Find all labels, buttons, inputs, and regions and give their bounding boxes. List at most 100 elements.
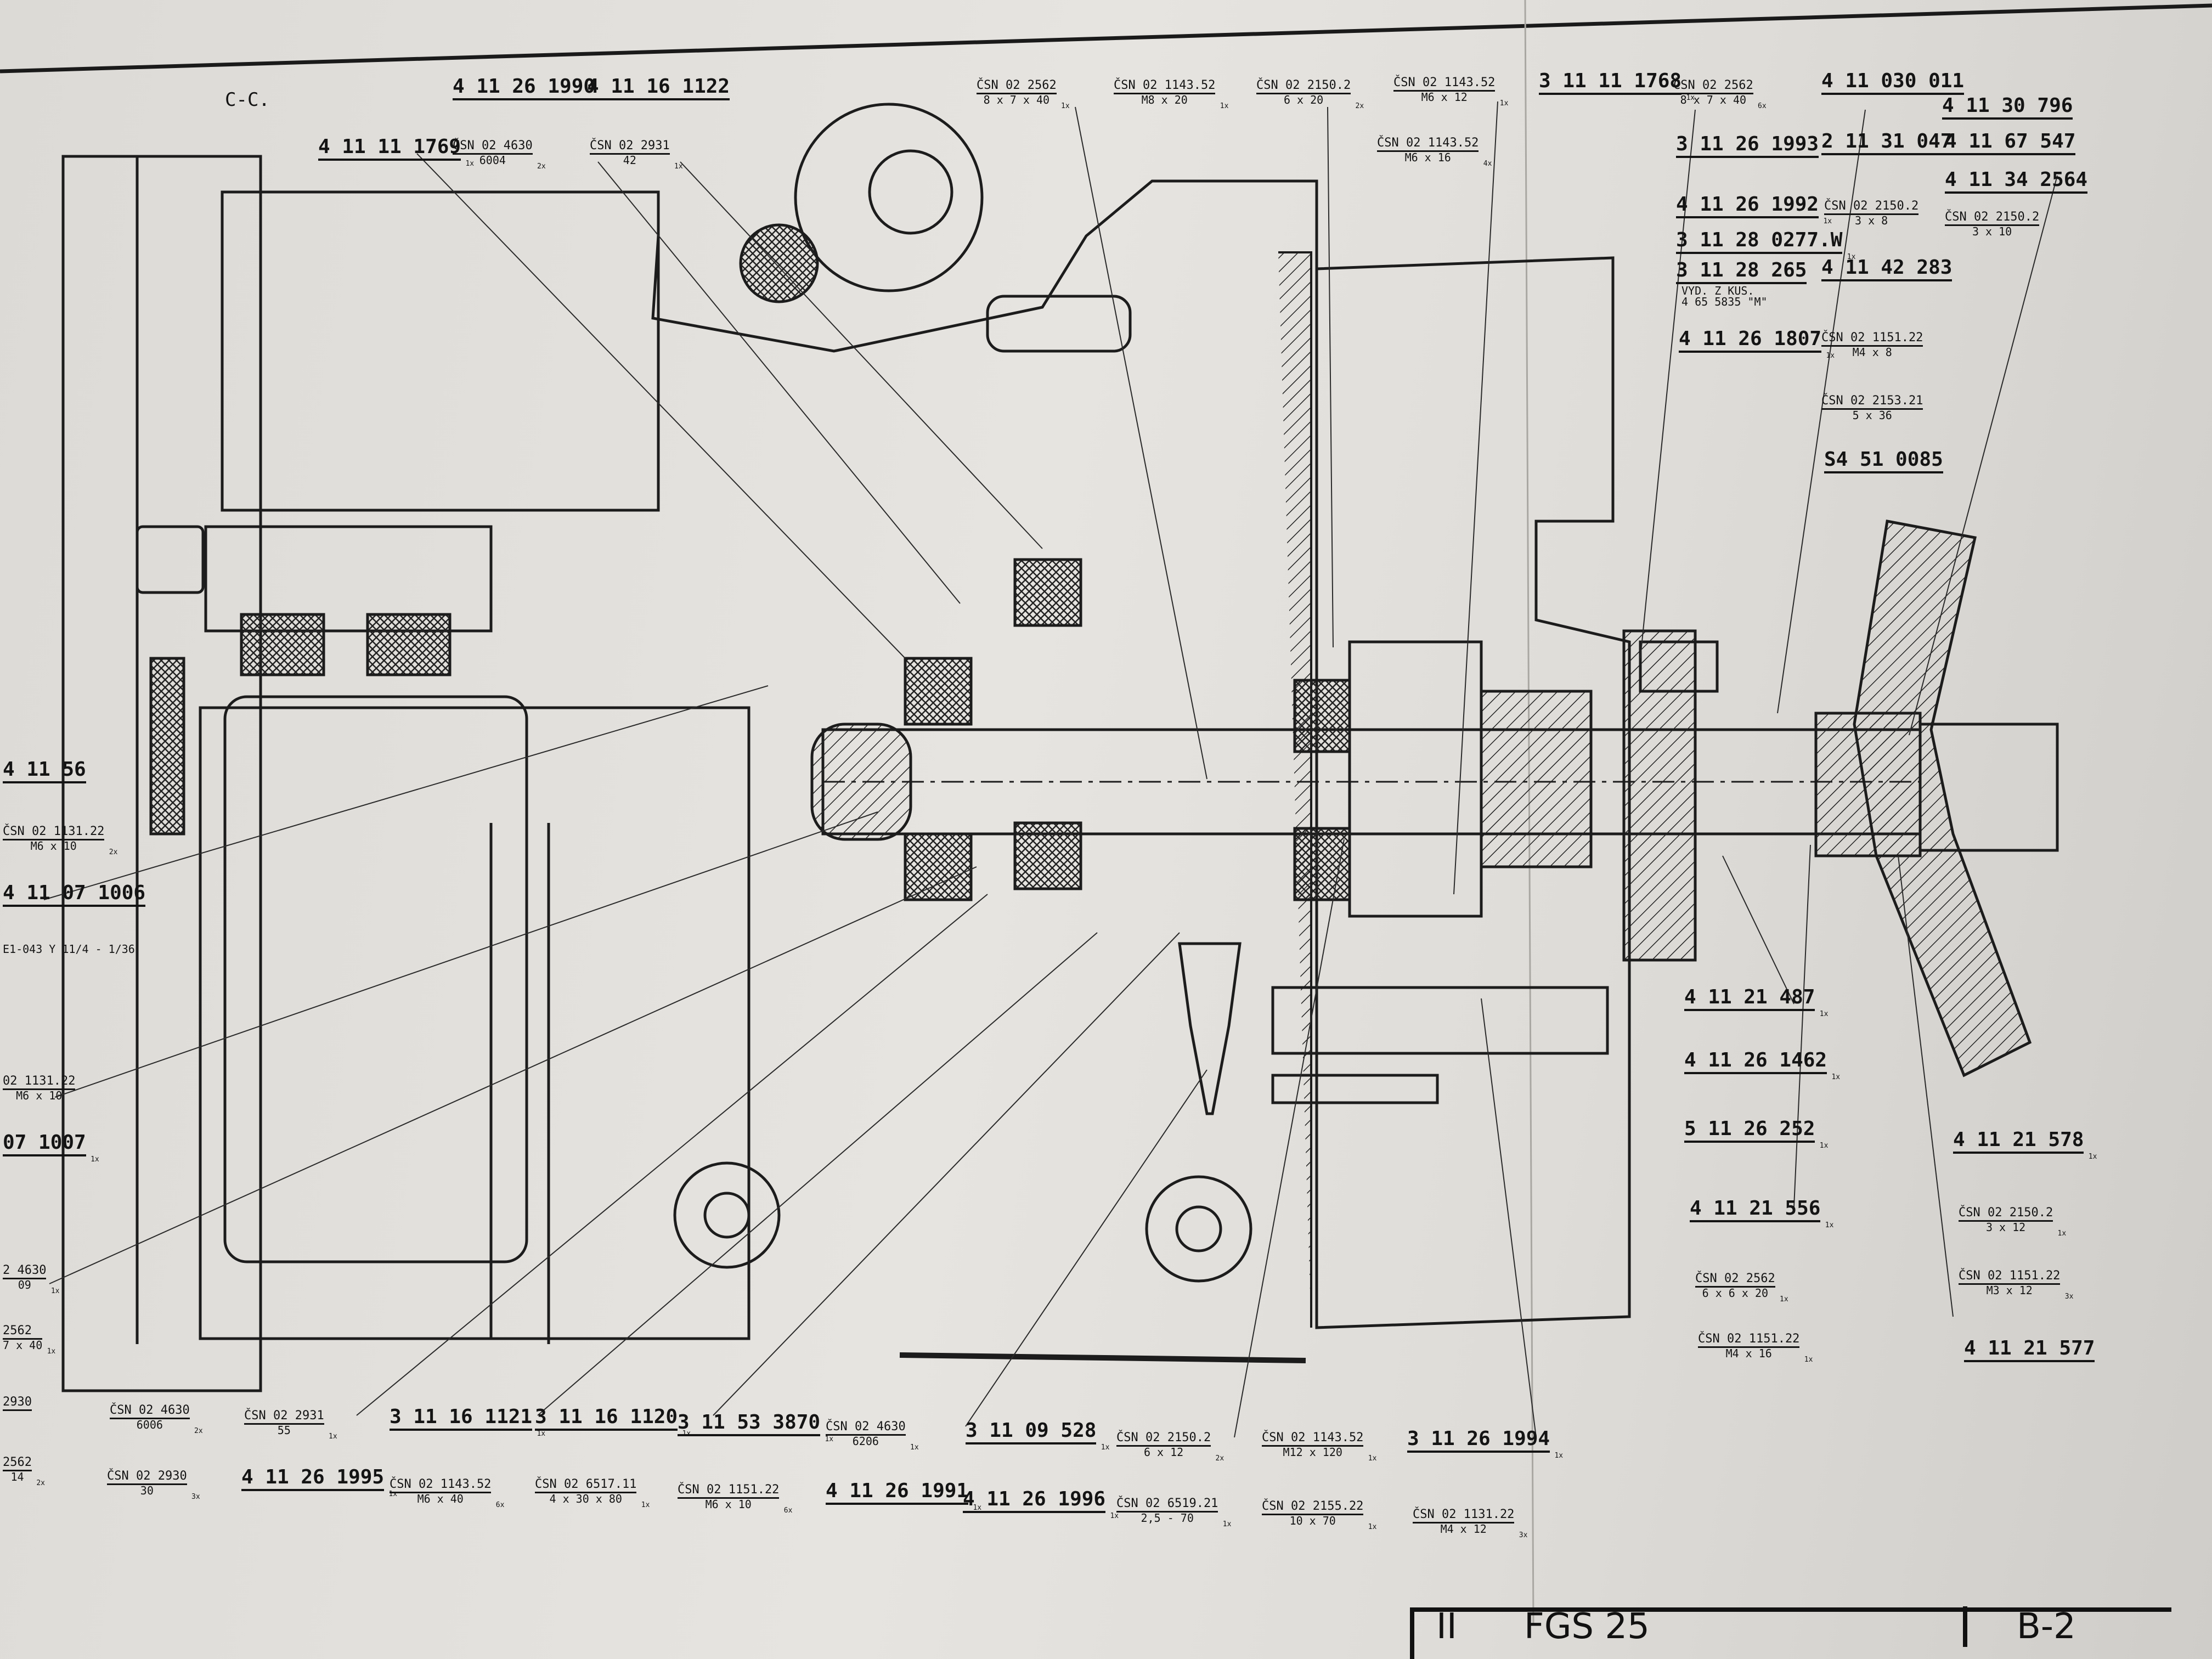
part-quantity: 1x (1110, 1512, 1119, 1520)
part-quantity: 1x (1554, 1452, 1564, 1460)
part-number: 4 11 26 1991 (826, 1481, 969, 1505)
part-number: ČSN 02 4630 (826, 1421, 906, 1436)
part-quantity: 2x (1215, 1454, 1224, 1463)
part-number: ČSN 02 1151.22 (1698, 1333, 1800, 1348)
left-housing (61, 155, 262, 1392)
part-quantity: 1x (641, 1501, 650, 1509)
part-number: ČSN 02 1143.52 (1114, 80, 1216, 94)
part-spec: M12 x 120 (1283, 1446, 1342, 1459)
part-label: 4 11 030 011 (1821, 71, 1965, 95)
lubricator (1178, 942, 1242, 1115)
part-label: 4 65 5835 "M" (1681, 296, 1768, 307)
part-quantity: 1x (91, 1155, 99, 1164)
nut-right (1145, 1175, 1252, 1283)
part-number: ČSN 02 2562 (1695, 1273, 1775, 1288)
part-number: 3 11 26 1994 (1407, 1429, 1550, 1453)
part-number: 4 11 11 1769 (318, 137, 461, 161)
part-quantity: 6x (783, 1506, 793, 1515)
title-roman: II (1436, 1606, 1457, 1647)
part-number: ČSN 02 1143.52 (390, 1479, 492, 1493)
part-quantity: 1x (537, 1430, 546, 1438)
part-quantity: 3x (2064, 1293, 2074, 1301)
part-number: ČSN 02 1143.52 (1377, 137, 1479, 152)
part-spec: 30 (140, 1484, 154, 1497)
part-quantity: 1x (2057, 1229, 2067, 1238)
part-spec: M6 x 40 (417, 1492, 464, 1505)
part-spec: 4 x 30 x 80 (549, 1492, 622, 1505)
part-number: 3 11 11 1768 (1539, 71, 1682, 95)
handwheel-hub (1814, 712, 1922, 857)
part-number: 3 11 09 528 (966, 1421, 1097, 1444)
part-number: 4 11 26 1995 (241, 1468, 385, 1491)
part-quantity: 2x (36, 1479, 45, 1487)
sheet-border-line (0, 3, 2212, 74)
part-quantity: 1x (1831, 1073, 1841, 1081)
worm-wheel (794, 103, 984, 292)
part-number: 3 11 28 0277.W (1676, 230, 1843, 254)
part-number: ČSN 02 2931 (590, 140, 670, 155)
part-number: 2930 (3, 1396, 32, 1411)
part-label: 4 11 56 (3, 760, 86, 783)
part-spec: M6 x 10 (30, 839, 77, 853)
part-spec: 42 (623, 154, 636, 167)
part-quantity: 2x (194, 1427, 203, 1435)
part-quantity: 1x (47, 1347, 56, 1356)
part-quantity: 1x (1222, 1520, 1232, 1528)
part-number: 4 11 26 1992 (1676, 195, 1819, 218)
part-number: 4 11 21 556 (1690, 1199, 1821, 1222)
nut-left (673, 1161, 781, 1269)
part-number: 4 11 07 1006 (3, 883, 146, 907)
part-number: 4 11 21 577 (1964, 1339, 2095, 1362)
part-spec: 8 x 7 x 40 (983, 93, 1050, 106)
part-spec: 3 x 12 (1985, 1221, 2026, 1234)
part-spec: 6 x 12 (1143, 1446, 1184, 1459)
part-number: ČSN 02 2930 (107, 1470, 187, 1485)
part-number: 4 65 5835 "M" (1681, 295, 1768, 308)
part-label: VYD. Z KUS. (1681, 285, 1754, 296)
title-model: FGS 25 (1524, 1606, 1650, 1647)
part-quantity: 1x (465, 160, 475, 168)
part-number: 4 11 26 1990 (453, 77, 596, 100)
part-number: ČSN 02 1151.22 (1821, 332, 1923, 347)
part-spec: 6 x 20 (1283, 93, 1324, 106)
part-number: 2 11 31 047 (1821, 132, 1953, 155)
part-spec: M6 x 12 (1421, 91, 1468, 104)
part-number: ČSN 02 2155.22 (1262, 1500, 1364, 1515)
part-quantity: 3x (191, 1493, 200, 1501)
bearing-lower-left (904, 832, 973, 901)
part-number: ČSN 02 2562 (977, 80, 1057, 94)
part-quantity: 1x (825, 1435, 834, 1443)
section-label: C-C. (225, 89, 270, 111)
part-number: 4 11 56 (3, 760, 86, 783)
part-label: 3 11 26 1994 1x (1407, 1429, 1563, 1459)
part-label: 3 11 28 265 (1676, 261, 1807, 284)
part-number: 3 11 26 1993 (1676, 134, 1819, 158)
part-quantity: 1x (674, 162, 683, 171)
part-spec: 55 (277, 1424, 291, 1437)
